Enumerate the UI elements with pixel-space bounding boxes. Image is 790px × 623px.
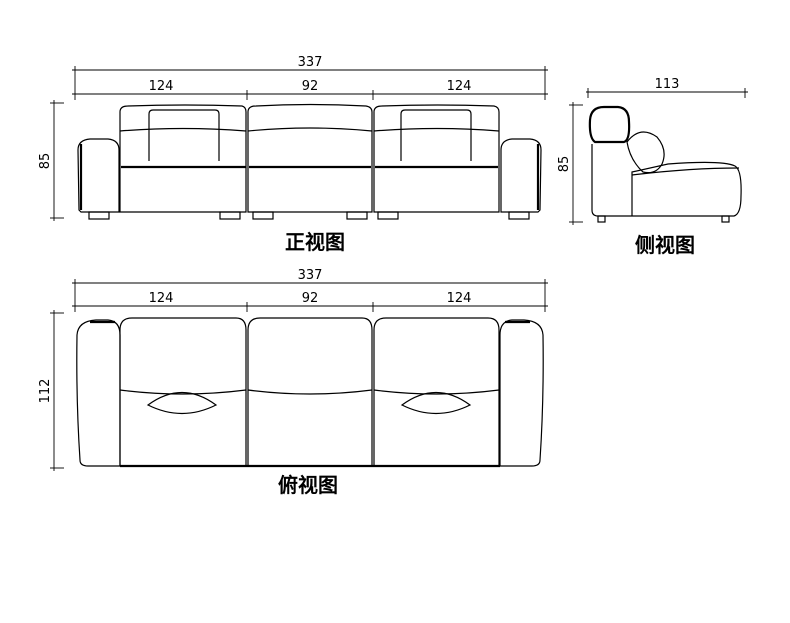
front-overall-width: 337 (298, 55, 323, 70)
front-view-sofa (77, 103, 542, 220)
front-seg-3: 124 (447, 79, 472, 94)
front-dimensions: 337 124 92 124 85 (38, 55, 548, 221)
front-height: 85 (38, 153, 53, 170)
side-dimensions: 113 85 (557, 77, 748, 225)
top-seg-1: 124 (149, 291, 174, 306)
top-dimensions: 337 124 92 124 112 (38, 268, 548, 471)
side-view-sofa (588, 105, 742, 223)
side-height: 85 (557, 156, 572, 173)
top-view-sofa (76, 317, 544, 468)
top-overall-width: 337 (298, 268, 323, 283)
front-seg-1: 124 (149, 79, 174, 94)
front-view-title: 正视图 (285, 230, 345, 254)
top-seg-2: 92 (302, 291, 319, 306)
top-view-title: 俯视图 (278, 473, 338, 497)
top-seg-3: 124 (447, 291, 472, 306)
front-seg-2: 92 (302, 79, 319, 94)
top-depth: 112 (38, 379, 53, 404)
side-view-title: 侧视图 (635, 233, 695, 257)
side-depth: 113 (655, 77, 680, 92)
